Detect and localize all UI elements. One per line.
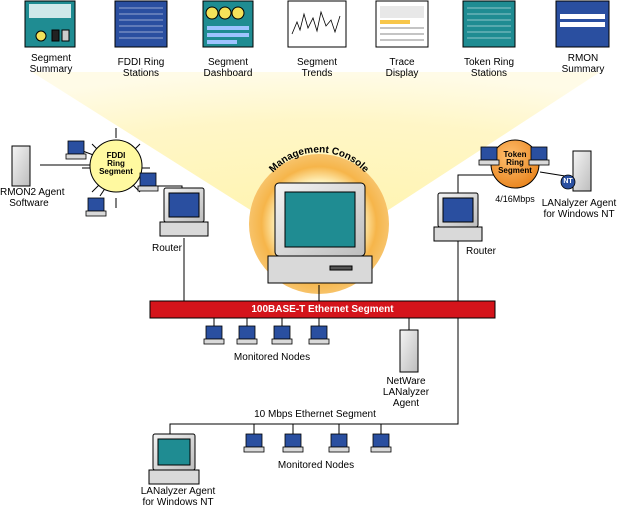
- lan-agent-right-tower: [572, 150, 592, 192]
- view-label-token-ring-stations: Token Ring Stations: [456, 57, 522, 79]
- ethernet-10-label: 10 Mbps Ethernet Segment: [254, 409, 376, 420]
- view-label-line1: Segment: [30, 53, 72, 64]
- token-to-agent: [539, 171, 566, 177]
- view-label-line2: Display: [385, 68, 419, 79]
- fddi-line1: FDDI: [106, 151, 126, 160]
- view-label-line2: Stations: [470, 68, 508, 79]
- netware-tower: [399, 329, 419, 373]
- token-line2: Ring: [506, 158, 524, 167]
- small-nodes: [65, 140, 550, 453]
- fddi-ring-label: FDDI Ring Segment: [96, 152, 136, 176]
- view-label-segment-trends: Segment Trends: [285, 57, 349, 79]
- view-label-line2: Summary: [561, 64, 605, 75]
- token-line3: Segment: [498, 166, 532, 175]
- view-label-segment-summary: Segment Summary: [20, 53, 82, 75]
- view-label-line1: Token Ring: [463, 57, 515, 68]
- view-label-line1: Segment: [207, 57, 249, 68]
- netware-line2: LANalyzer: [382, 387, 430, 398]
- view-label-segment-dashboard: Segment Dashboard: [196, 57, 260, 79]
- ethernet-100-bar: [149, 300, 496, 319]
- thumb-trace-display: [375, 0, 429, 48]
- view-label-fddi-ring-stations: FDDI Ring Stations: [108, 57, 174, 79]
- thumb-fddi-ring-stations: [114, 0, 168, 48]
- router-right-computer: [433, 192, 483, 242]
- view-label-line2: Trends: [301, 68, 333, 79]
- netware-line1: NetWare: [386, 376, 426, 387]
- lan-agent-bottom-computer: [148, 433, 200, 485]
- view-label-line1: FDDI Ring: [117, 57, 165, 68]
- nt-badge-circle: [560, 174, 576, 190]
- monitored-nodes-top-label: Monitored Nodes: [233, 352, 311, 363]
- netware-agent-label: NetWare LANalyzer Agent: [375, 376, 437, 409]
- ethernet-100-label: 100BASE-T Ethernet Segment: [251, 304, 394, 315]
- lan-agent-right-label: LANalyzer Agent for Windows NT: [538, 198, 620, 220]
- thumb-segment-dashboard: [202, 0, 254, 48]
- lan-agent-bottom-label: LANalyzer Agent for Windows NT: [130, 486, 226, 508]
- view-label-line1: RMON: [567, 53, 599, 64]
- rmon2-line1: RMON2 Agent: [0, 187, 65, 198]
- view-thumbnails: [24, 0, 610, 48]
- lan-agent-bottom-line1: LANalyzer Agent: [140, 486, 216, 497]
- monitored-nodes-bottom-label: Monitored Nodes: [277, 460, 355, 471]
- fddi-ring: [89, 139, 143, 193]
- view-label-line2: Dashboard: [203, 68, 253, 79]
- netware-line3: Agent: [392, 398, 420, 409]
- token-ring-label: Token Ring Segment: [495, 151, 535, 175]
- thumb-segment-summary: [24, 0, 76, 48]
- view-label-rmon-summary: RMON Summary: [552, 53, 614, 75]
- lan-agent-right-line1: LANalyzer Agent: [541, 198, 617, 209]
- view-label-line2: Summary: [29, 64, 73, 75]
- router-right-label: Router: [465, 246, 496, 257]
- thumb-rmon-summary: [555, 0, 610, 48]
- rmon2-line2: Software: [9, 198, 49, 209]
- router-left-computer: [159, 187, 209, 237]
- router-left-label: Router: [151, 243, 182, 254]
- fddi-line2: Ring: [107, 159, 125, 168]
- router-right-to-10mb: [169, 318, 459, 438]
- lan-agent-right-line2: for Windows NT: [543, 209, 615, 220]
- view-label-trace-display: Trace Display: [370, 57, 434, 79]
- beam-fan: [32, 72, 600, 235]
- thumb-segment-trends: [287, 0, 347, 48]
- rmon2-tower: [11, 145, 31, 187]
- workstations: [11, 145, 592, 485]
- view-label-line1: Segment: [296, 57, 338, 68]
- view-label-line1: Trace: [389, 57, 415, 68]
- thumb-token-ring-stations: [462, 0, 516, 48]
- token-speed: 4/16Mbps: [495, 194, 535, 204]
- view-label-line2: Stations: [122, 68, 160, 79]
- token-line1: Token: [503, 150, 527, 159]
- rmon2-label: RMON2 Agent Software: [0, 187, 65, 209]
- fddi-line3: Segment: [99, 167, 133, 176]
- lan-agent-bottom-line2: for Windows NT: [142, 497, 214, 508]
- token-to-router-line: [457, 174, 495, 194]
- console-computer: [267, 182, 373, 284]
- nt-badge-icon: NT: [563, 178, 573, 185]
